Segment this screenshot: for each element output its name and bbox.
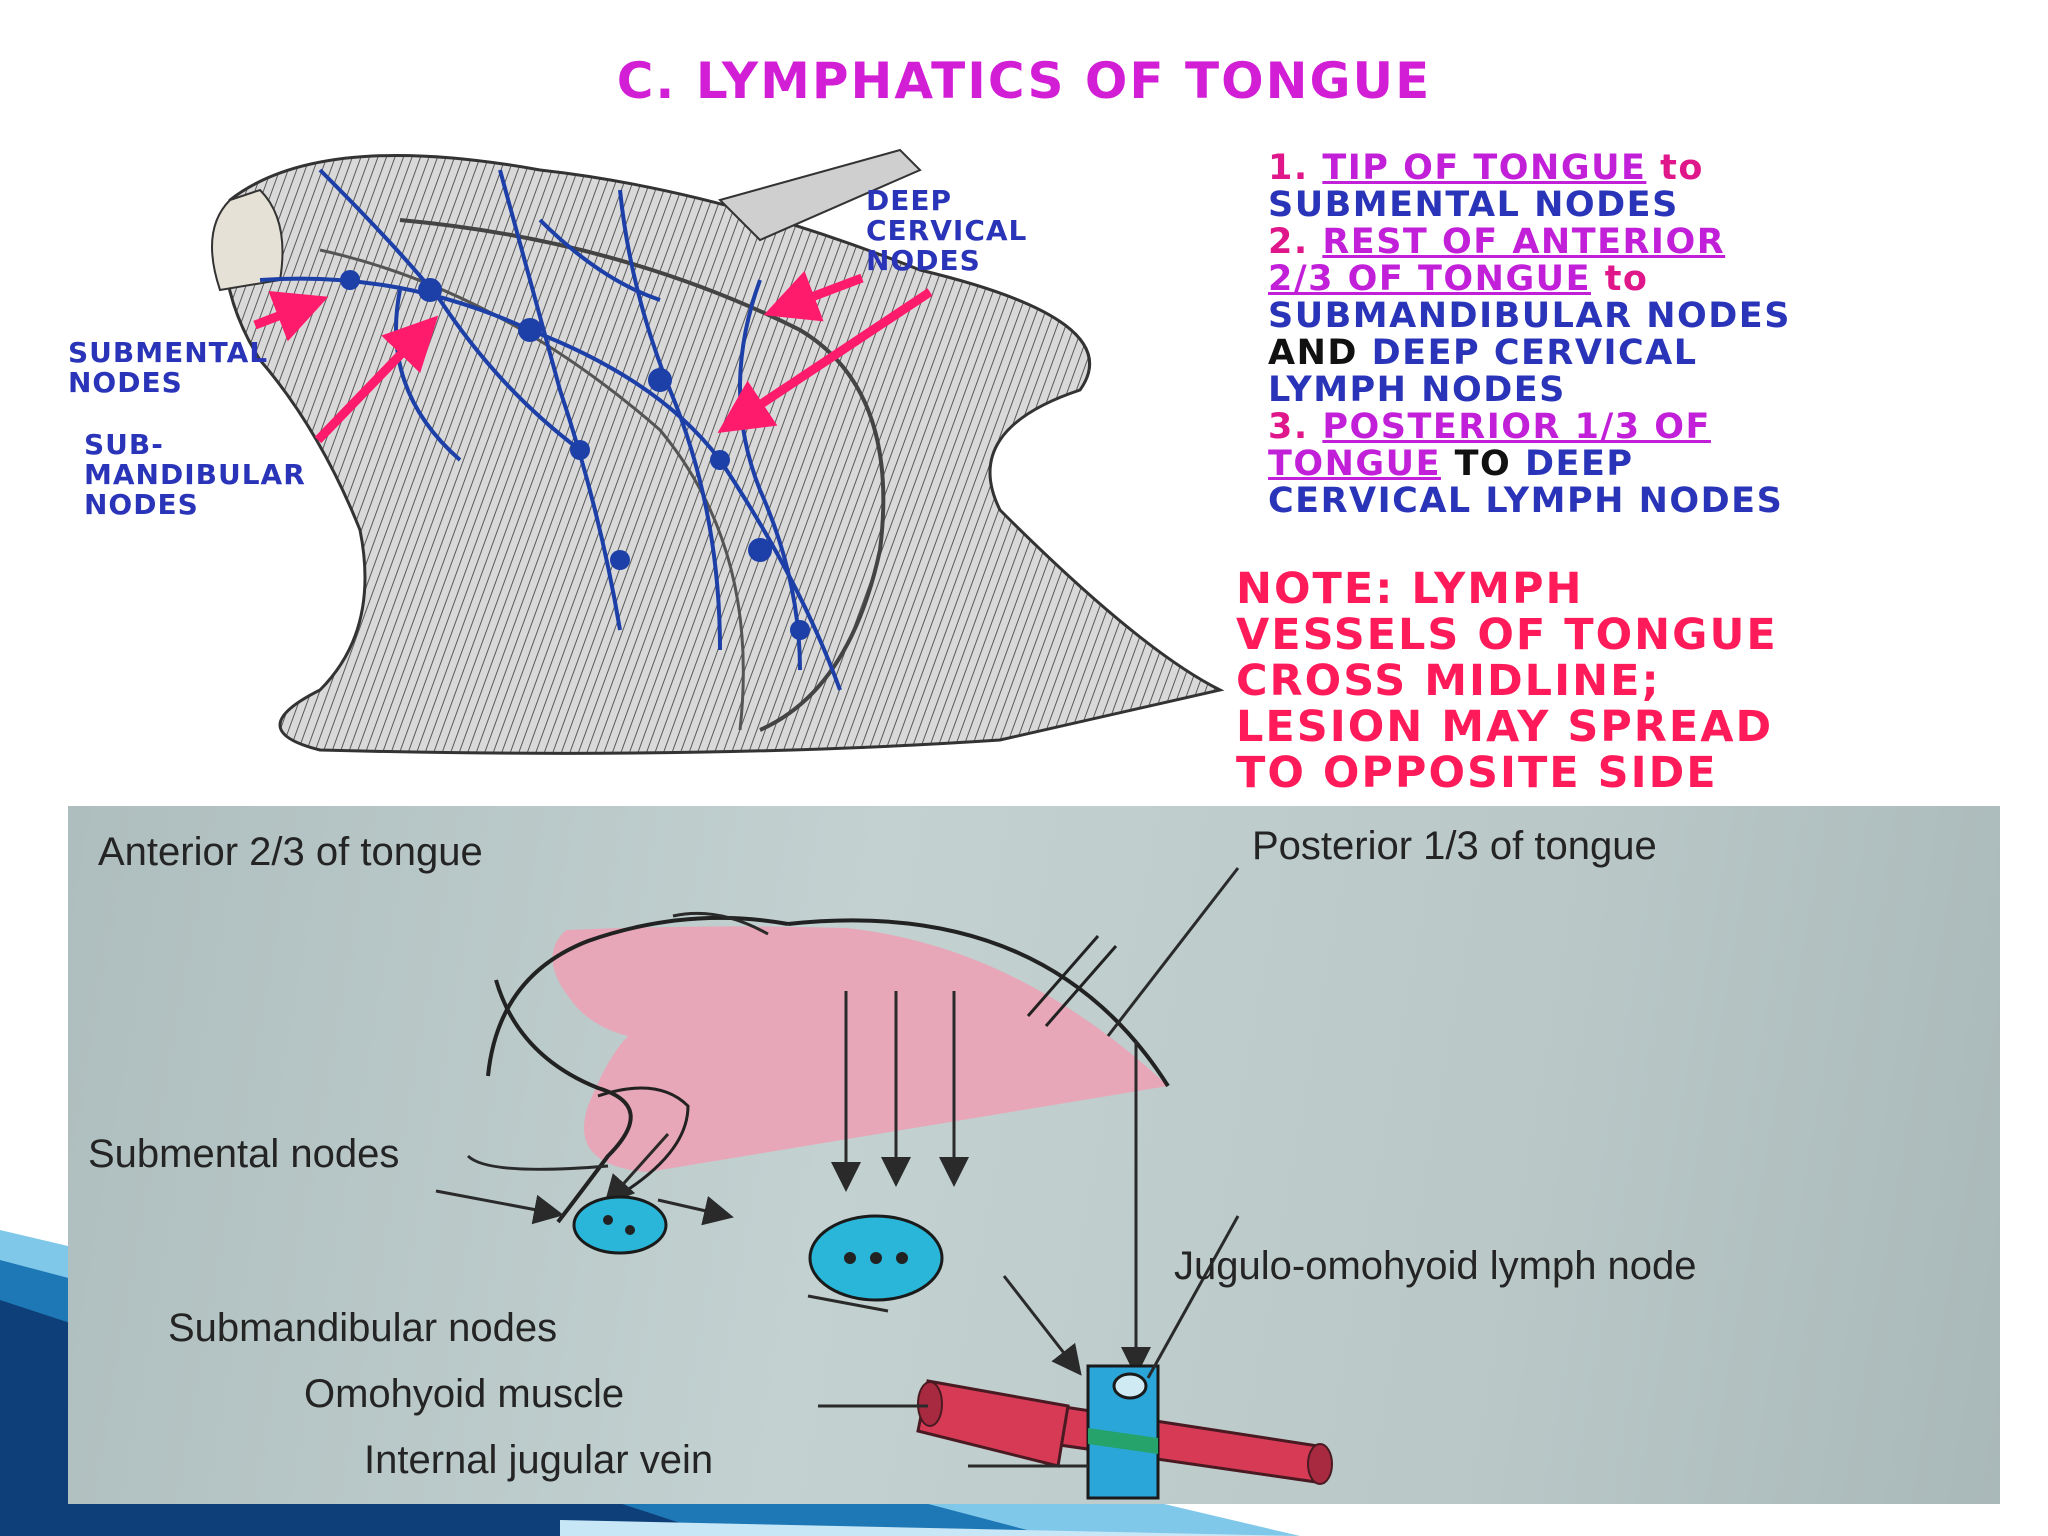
region-text: TIP OF TONGUE (1322, 148, 1647, 188)
submental-label: SUBMENTAL NODES (68, 338, 268, 398)
item-number: 2. (1268, 222, 1309, 262)
label-line: MANDIBULAR (84, 458, 306, 491)
submandibular-nodes-label: Submandibular nodes (168, 1306, 558, 1350)
neck-anatomy-drawing (211, 148, 1225, 755)
note-line: NOTE: LYMPH (1236, 564, 1584, 614)
label-line: NODES (84, 488, 199, 521)
note-line: TO OPPOSITE SIDE (1236, 748, 1718, 798)
pointer-arrows (253, 270, 933, 444)
label-line: DEEP (866, 184, 953, 217)
note-line: VESSELS OF TONGUE (1236, 610, 1778, 660)
destination-text: CERVICAL LYMPH NODES (1268, 481, 1784, 521)
drainage-line: 3. POSTERIOR 1/3 OF (1268, 409, 2028, 446)
region-text: REST OF ANTERIOR (1322, 222, 1726, 262)
region-text: 2/3 OF TONGUE (1268, 259, 1591, 299)
destination-text: SUBMENTAL NODES (1268, 185, 1679, 225)
destination-text: DEEP CERVICAL (1371, 333, 1698, 373)
submental-nodes-label: Submental nodes (88, 1132, 400, 1176)
submandibular-label: SUB- MANDIBULAR NODES (84, 430, 306, 520)
deep-cervical-label: DEEP CERVICAL NODES (866, 186, 1027, 276)
page-title: C. LYMPHATICS OF TONGUE (616, 52, 1432, 110)
label-line: SUBMENTAL (68, 336, 269, 369)
anterior-label: Anterior 2/3 of tongue (98, 830, 483, 874)
drainage-list: 1. TIP OF TONGUE to SUBMENTAL NODES 2. R… (1268, 150, 2028, 520)
destination-text: LYMPH NODES (1268, 370, 1566, 410)
connector-text: to (1604, 259, 1649, 299)
label-line: CERVICAL (866, 214, 1028, 247)
diagram-shapes (435, 867, 1333, 1500)
label-line: NODES (68, 366, 183, 399)
omohyoid-label: Omohyoid muscle (304, 1372, 625, 1416)
jugulo-omohyoid-label: Jugulo-omohyoid lymph node (1174, 1244, 1697, 1288)
region-text: POSTERIOR 1/3 OF (1322, 407, 1711, 447)
lymph-drainage-diagram: Anterior 2/3 of tongue Posterior 1/3 of … (68, 806, 2000, 1504)
note-line: LESION MAY SPREAD (1236, 702, 1774, 752)
drainage-line: AND DEEP CERVICAL (1268, 335, 2028, 372)
drainage-line: TONGUE TO DEEP (1268, 446, 2028, 483)
connector-text: to (1660, 148, 1704, 188)
label-line: NODES (866, 244, 981, 277)
internal-jugular-vein-label: Internal jugular vein (364, 1438, 714, 1482)
drainage-line: 2/3 OF TONGUE to (1268, 261, 2028, 298)
destination-text: DEEP (1525, 444, 1634, 484)
region-text: TONGUE (1268, 444, 1441, 484)
drainage-line: 1. TIP OF TONGUE to (1268, 150, 2028, 187)
item-number: 3. (1268, 407, 1309, 447)
connector-text: TO (1454, 444, 1512, 484)
label-line: SUB- (84, 428, 164, 461)
destination-text: SUBMANDIBULAR NODES (1268, 296, 1791, 336)
drainage-line: 2. REST OF ANTERIOR (1268, 224, 2028, 261)
note-text: NOTE: LYMPH VESSELS OF TONGUE CROSS MIDL… (1236, 566, 2036, 796)
posterior-label: Posterior 1/3 of tongue (1252, 824, 1657, 868)
note-line: CROSS MIDLINE; (1236, 656, 1661, 706)
item-number: 1. (1268, 148, 1309, 188)
connector-text: AND (1268, 333, 1358, 373)
